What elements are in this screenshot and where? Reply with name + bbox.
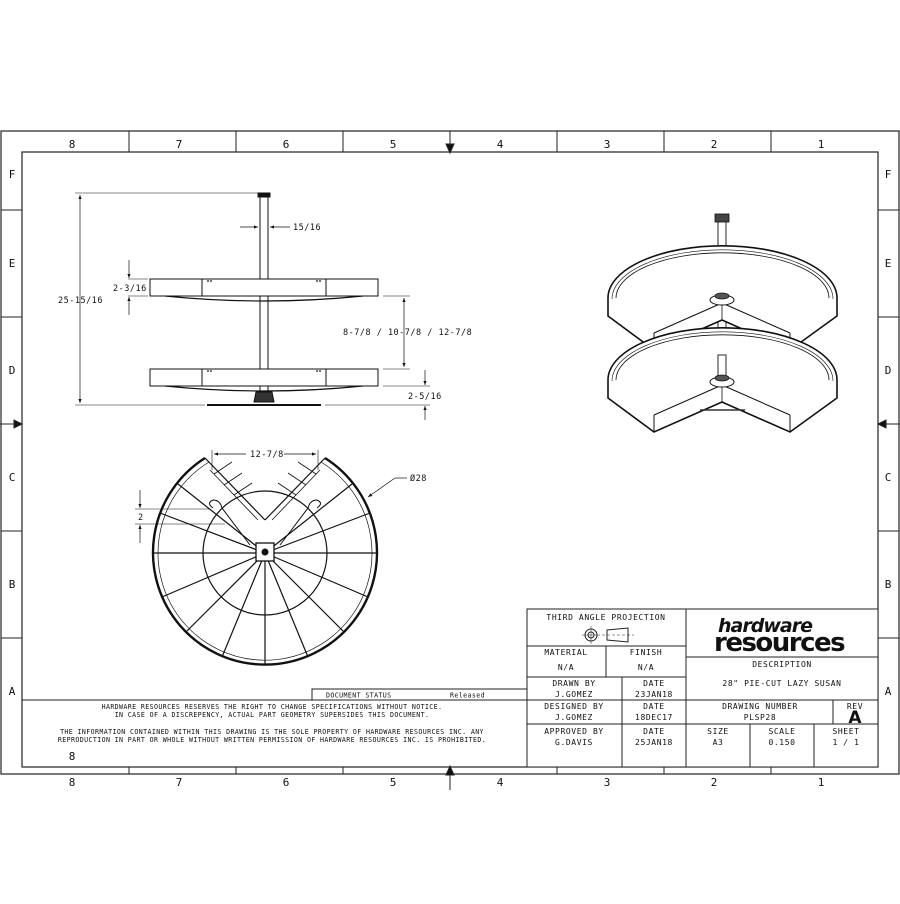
dim-opening-width: 12-7/8 xyxy=(250,450,284,460)
zone-row-d-right: D xyxy=(885,364,892,377)
zone-labels-top: 8 7 6 5 4 3 2 1 xyxy=(69,138,825,151)
zone-bottom-5: 5 xyxy=(390,776,397,789)
note-line-3: THE INFORMATION CONTAINED WITHIN THIS DR… xyxy=(60,728,484,736)
approved-date-label: DATE xyxy=(643,727,665,736)
drawn-by-label: DRAWN BY xyxy=(552,679,595,688)
logo-line-1: hardware xyxy=(718,615,813,637)
zone-bottom-4: 4 xyxy=(497,776,504,789)
designed-date-label: DATE xyxy=(643,702,665,711)
designed-date-value: 18DEC17 xyxy=(635,713,673,722)
title-block-text: THIRD ANGLE PROJECTION MATERIAL N/A FINI… xyxy=(544,613,863,747)
zone-row-c-right: C xyxy=(885,471,892,484)
zone-labels-left: F E D C B A xyxy=(9,168,16,698)
note-line-4: REPRODUCTION IN PART OR WHOLE WITHOUT WR… xyxy=(58,736,486,744)
description-value: 28" PIE-CUT LAZY SUSAN xyxy=(722,679,841,688)
zone-row-f: F xyxy=(9,168,16,181)
zone-col-8-bottom: 8 xyxy=(69,750,76,763)
zone-labels-bottom-row: 8 7 6 5 4 3 2 1 xyxy=(69,776,825,789)
size-label: SIZE xyxy=(707,727,729,736)
zone-row-b: B xyxy=(9,578,16,591)
notes-text: DOCUMENT STATUS Released HARDWARE RESOUR… xyxy=(58,692,486,745)
finish-value: N/A xyxy=(638,663,654,672)
finish-label: FINISH xyxy=(630,648,663,657)
approved-by-label: APPROVED BY xyxy=(544,727,604,736)
front-view-dimensions: 25-15/16 15/16 2-3/16 8-7/8 / 10-7/8 / 1… xyxy=(58,223,472,402)
drawing-number-label: DRAWING NUMBER xyxy=(722,702,798,711)
document-status-value: Released xyxy=(450,692,485,700)
approved-by-value: G.DAVIS xyxy=(555,738,593,747)
designed-by-label: DESIGNED BY xyxy=(544,702,604,711)
drawn-date-value: 23JAN18 xyxy=(635,690,673,699)
size-value: A3 xyxy=(713,738,724,747)
zone-col-7: 7 xyxy=(176,138,183,151)
drawn-by-value: J.GOMEZ xyxy=(555,690,593,699)
dim-shelf-thickness: 2-3/16 xyxy=(113,284,147,294)
zone-row-a-right: A xyxy=(885,685,892,698)
front-view xyxy=(75,192,430,420)
zone-row-b-right: B xyxy=(885,578,892,591)
document-status-label: DOCUMENT STATUS xyxy=(326,692,392,700)
projection-label: THIRD ANGLE PROJECTION xyxy=(546,613,665,622)
dim-pole-diameter: 15/16 xyxy=(293,223,321,233)
top-view xyxy=(135,450,407,666)
zone-col-5: 5 xyxy=(390,138,397,151)
dim-diameter: Ø28 xyxy=(410,473,427,484)
zone-labels-bottom: 8 xyxy=(69,750,76,763)
top-view-dimensions: 12-7/8 Ø28 2 xyxy=(138,450,427,523)
zone-row-c: C xyxy=(9,471,16,484)
dim-bracket: 2 xyxy=(138,513,144,523)
dim-total-height: 25-15/16 xyxy=(58,296,103,306)
note-line-1: HARDWARE RESOURCES RESERVES THE RIGHT TO… xyxy=(102,703,443,711)
zone-labels-right: F E D C B A xyxy=(885,168,892,698)
approved-date-value: 25JAN18 xyxy=(635,738,673,747)
zone-col-1: 1 xyxy=(818,138,825,151)
zone-col-8: 8 xyxy=(69,138,76,151)
rev-label: REV xyxy=(847,702,863,711)
zone-col-2: 2 xyxy=(711,138,718,151)
rev-value: A xyxy=(848,708,862,728)
sheet-label: SHEET xyxy=(832,727,859,736)
logo-line-2: resources xyxy=(714,628,845,658)
zone-row-a: A xyxy=(9,685,16,698)
zone-ticks xyxy=(0,131,900,790)
drawing-number-value: PLSP28 xyxy=(744,713,777,722)
scale-value: 0.150 xyxy=(768,738,795,747)
zone-col-3: 3 xyxy=(604,138,611,151)
isometric-view xyxy=(607,213,838,433)
dim-shelf-spacing: 8-7/8 / 10-7/8 / 12-7/8 xyxy=(343,328,472,338)
zone-col-4: 4 xyxy=(497,138,504,151)
zone-bottom-6: 6 xyxy=(283,776,290,789)
zone-row-e-right: E xyxy=(885,257,892,270)
title-block xyxy=(526,608,879,768)
designed-by-value: J.GOMEZ xyxy=(555,713,593,722)
drawn-date-label: DATE xyxy=(643,679,665,688)
company-logo: hardware resources xyxy=(714,615,847,658)
dim-base-clearance: 2-5/16 xyxy=(408,392,442,402)
zone-bottom-8: 8 xyxy=(69,776,76,789)
material-label: MATERIAL xyxy=(544,648,587,657)
zone-col-6: 6 xyxy=(283,138,290,151)
zone-bottom-1: 1 xyxy=(818,776,825,789)
note-line-2: IN CASE OF A DISCREPENCY, ACTUAL PART GE… xyxy=(115,711,430,719)
zone-bottom-3: 3 xyxy=(604,776,611,789)
zone-row-d: D xyxy=(9,364,16,377)
zone-row-e: E xyxy=(9,257,16,270)
zone-bottom-2: 2 xyxy=(711,776,718,789)
zone-bottom-7: 7 xyxy=(176,776,183,789)
sheet-value: 1 / 1 xyxy=(832,738,859,747)
zone-row-f-right: F xyxy=(885,168,892,181)
scale-label: SCALE xyxy=(768,727,795,736)
material-value: N/A xyxy=(558,663,574,672)
description-label: DESCRIPTION xyxy=(752,660,812,669)
